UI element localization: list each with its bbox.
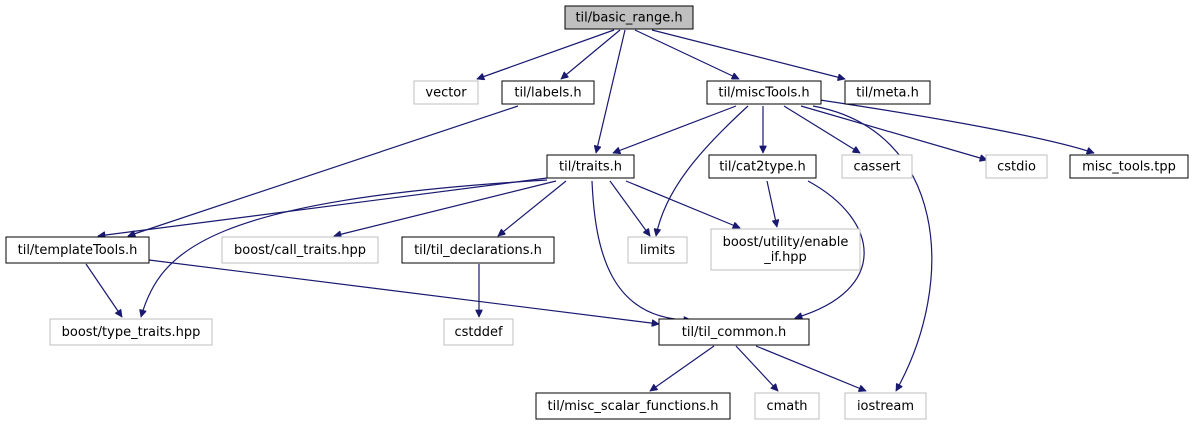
- node-label: vector: [425, 86, 467, 101]
- edge-basic-range-to-labels: [561, 29, 621, 79]
- node-box: [706, 80, 822, 105]
- edges-layer: [85, 29, 1094, 392]
- node-box: [844, 80, 931, 105]
- node-label: cstddef: [454, 325, 503, 340]
- node-cassert: cassert: [841, 154, 913, 179]
- edge-basic-range-to-miscTools: [634, 29, 739, 79]
- node-box: [985, 154, 1048, 179]
- node-miscTools[interactable]: til/miscTools.h: [706, 80, 822, 105]
- edge-til-common-to-cmath: [735, 345, 778, 391]
- node-box: [443, 318, 514, 346]
- edge-templateTools-to-til-common: [148, 259, 659, 324]
- edge-til-common-to-iostream: [755, 345, 866, 391]
- node-label: cmath: [766, 399, 807, 414]
- node-box: [5, 236, 150, 264]
- edge-miscTools-to-cstdio: [800, 105, 987, 160]
- node-box: [501, 80, 595, 105]
- node-label: boost/call_traits.hpp: [234, 243, 366, 258]
- node-label: til/misc_scalar_functions.h: [548, 399, 719, 414]
- edge-traits-to-til-declarations: [498, 180, 567, 236]
- node-box: [658, 318, 810, 346]
- node-box: [844, 392, 927, 420]
- node-label: cassert: [853, 160, 900, 175]
- node-call-traits: boost/call_traits.hpp: [221, 236, 379, 264]
- node-box: [546, 154, 635, 179]
- node-label: til/til_common.h: [682, 325, 787, 340]
- edge-miscTools-to-limits: [656, 105, 749, 236]
- node-cstddef: cstddef: [443, 318, 514, 346]
- node-cat2type[interactable]: til/cat2type.h: [708, 154, 817, 179]
- node-label: _if.hpp: [763, 250, 807, 265]
- node-type-traits: boost/type_traits.hpp: [49, 318, 213, 346]
- node-label: iostream: [857, 399, 914, 414]
- node-box: [708, 154, 817, 179]
- node-label: til/basic_range.h: [575, 11, 682, 26]
- node-label: til/miscTools.h: [718, 86, 809, 101]
- node-label: limits: [640, 243, 676, 258]
- node-traits[interactable]: til/traits.h: [546, 154, 635, 179]
- edge-labels-to-templateTools: [128, 105, 519, 236]
- node-label: til/labels.h: [514, 86, 581, 101]
- node-basic-range[interactable]: til/basic_range.h: [564, 5, 694, 30]
- node-limits: limits: [627, 236, 688, 264]
- node-box: [627, 236, 688, 264]
- node-box: [754, 392, 820, 420]
- node-box: [49, 318, 213, 346]
- node-box: [710, 228, 861, 271]
- edge-basic-range-to-traits: [596, 29, 626, 153]
- node-label: cstdio: [997, 160, 1036, 175]
- node-box: [564, 5, 694, 30]
- node-vector: vector: [413, 80, 479, 105]
- edge-traits-to-call-traits: [334, 180, 557, 236]
- edge-traits-to-templateTools: [98, 177, 548, 236]
- node-labels[interactable]: til/labels.h: [501, 80, 595, 105]
- node-label: boost/utility/enable: [723, 235, 849, 250]
- edge-traits-to-enable-if: [625, 180, 740, 228]
- edge-cat2type-to-til-common: [795, 180, 865, 318]
- node-box: [841, 154, 913, 179]
- edge-basic-range-to-vector: [477, 29, 615, 79]
- node-misc-tools-tpp[interactable]: misc_tools.tpp: [1069, 154, 1189, 179]
- node-enable-if: boost/utility/enable_if.hpp: [710, 228, 861, 271]
- node-label: til/cat2type.h: [719, 160, 806, 175]
- edge-traits-to-til-common: [591, 180, 691, 320]
- node-til-declarations[interactable]: til/til_declarations.h: [401, 236, 555, 264]
- node-box: [221, 236, 379, 264]
- edge-miscTools-to-cassert: [783, 105, 860, 154]
- edge-til-common-to-misc-scalar-functions: [650, 345, 715, 392]
- node-label: til/templateTools.h: [18, 243, 138, 258]
- edge-traits-to-limits: [609, 180, 651, 236]
- node-label: til/til_declarations.h: [414, 243, 542, 258]
- node-iostream: iostream: [844, 392, 927, 420]
- node-templateTools[interactable]: til/templateTools.h: [5, 236, 150, 264]
- edge-basic-range-to-meta: [651, 29, 845, 79]
- node-box: [401, 236, 555, 264]
- node-til-common[interactable]: til/til_common.h: [658, 318, 810, 346]
- node-box: [535, 392, 731, 420]
- edge-miscTools-to-iostream: [812, 105, 933, 391]
- node-cstdio: cstdio: [985, 154, 1048, 179]
- node-cmath: cmath: [754, 392, 820, 420]
- node-label: misc_tools.tpp: [1082, 160, 1176, 175]
- node-label: til/traits.h: [559, 160, 622, 175]
- edge-miscTools-to-misc-tools-tpp: [819, 99, 1094, 153]
- edge-cat2type-to-enable-if: [766, 180, 777, 227]
- edge-templateTools-to-type-traits: [85, 263, 123, 317]
- node-label: til/meta.h: [856, 86, 919, 101]
- node-box: [1069, 154, 1189, 179]
- node-label: boost/type_traits.hpp: [62, 325, 201, 340]
- edge-miscTools-to-traits: [613, 105, 737, 153]
- node-box: [413, 80, 479, 105]
- edge-traits-to-type-traits: [141, 179, 548, 317]
- node-misc-scalar-functions[interactable]: til/misc_scalar_functions.h: [535, 392, 731, 420]
- node-meta[interactable]: til/meta.h: [844, 80, 931, 105]
